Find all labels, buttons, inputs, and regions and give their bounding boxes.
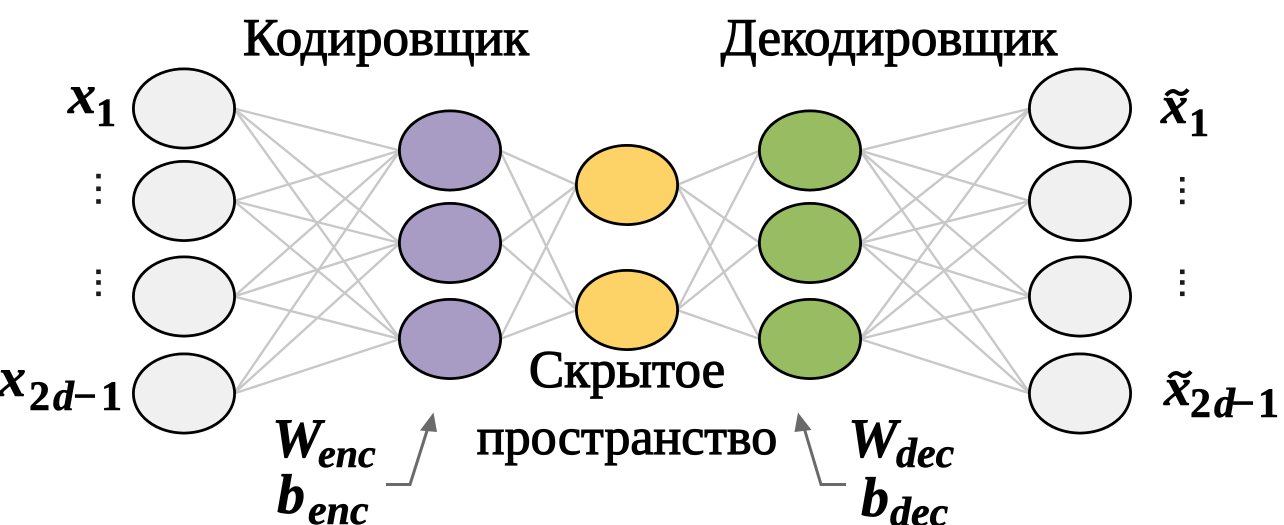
svg-text:Кодировщик: Кодировщик xyxy=(243,9,529,67)
svg-text:enc: enc xyxy=(318,431,376,476)
svg-text:x: x xyxy=(1160,75,1188,135)
svg-text:2: 2 xyxy=(29,374,50,420)
svg-text:dec: dec xyxy=(896,431,955,477)
svg-text:−: − xyxy=(1231,381,1255,427)
svg-text:b: b xyxy=(277,464,305,525)
svg-text:enc: enc xyxy=(308,488,369,525)
svg-text:d: d xyxy=(1214,381,1236,427)
svg-text:x: x xyxy=(67,64,96,126)
svg-text:Декодировщик: Декодировщик xyxy=(721,9,1058,67)
svg-text:W: W xyxy=(848,408,902,470)
svg-text:d: d xyxy=(53,374,75,420)
svg-text:x: x xyxy=(0,347,26,409)
svg-text:1: 1 xyxy=(1189,100,1209,145)
svg-text:Скрытое: Скрытое xyxy=(529,341,725,399)
svg-text:x: x xyxy=(1163,357,1191,417)
svg-text:−: − xyxy=(73,374,97,420)
svg-text:2: 2 xyxy=(1190,381,1211,427)
svg-text:1: 1 xyxy=(101,374,122,420)
svg-text:b: b xyxy=(861,467,889,525)
svg-text:пространство: пространство xyxy=(477,409,777,466)
svg-text:dec: dec xyxy=(890,490,949,525)
svg-text:W: W xyxy=(272,408,326,470)
svg-text:1: 1 xyxy=(1258,381,1279,427)
svg-text:1: 1 xyxy=(96,90,116,135)
